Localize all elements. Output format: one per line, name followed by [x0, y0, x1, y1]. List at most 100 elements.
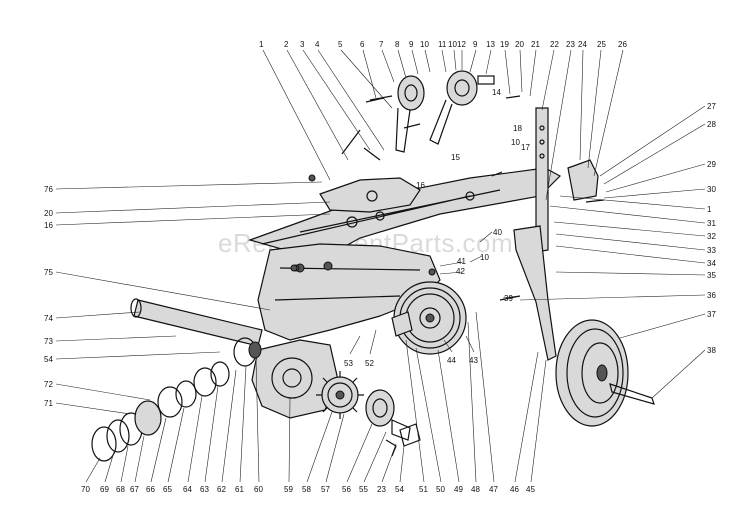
idler-bracket: [319, 177, 421, 213]
callout: 23: [566, 40, 575, 49]
callout: 30: [707, 185, 716, 194]
callout: 44: [447, 356, 456, 365]
top-pulleys: [369, 70, 495, 153]
callout: 76: [44, 185, 53, 194]
callout: 32: [707, 232, 716, 241]
callout: 71: [44, 399, 53, 408]
callout: 58: [302, 485, 311, 494]
callout: 48: [471, 485, 480, 494]
callout: 16: [44, 221, 53, 230]
callout: 67: [130, 485, 139, 494]
callout: 42: [456, 267, 465, 276]
callout: 26: [618, 40, 627, 49]
callout: 45: [526, 485, 535, 494]
callout: 63: [200, 485, 209, 494]
callout: 9: [409, 40, 414, 49]
callout: 22: [550, 40, 559, 49]
callout: 39: [504, 294, 513, 303]
callout: 56: [342, 485, 351, 494]
callout: 54: [395, 485, 404, 494]
callout: 33: [707, 246, 716, 255]
callout: 74: [44, 314, 53, 323]
callout: 10: [448, 40, 457, 49]
callout: 1: [707, 205, 712, 214]
bearing-stack: [91, 337, 262, 462]
callout: 65: [163, 485, 172, 494]
callout: 64: [183, 485, 192, 494]
callout: 57: [321, 485, 330, 494]
callout: 4: [315, 40, 320, 49]
callout: 6: [360, 40, 365, 49]
callout: 73: [44, 337, 53, 346]
callout: 21: [531, 40, 540, 49]
callout: 60: [254, 485, 263, 494]
leader-lines: [55, 49, 706, 483]
callout: 10: [480, 253, 489, 262]
callout: 20: [44, 209, 53, 218]
callout: 43: [469, 356, 478, 365]
drawing: [91, 70, 655, 462]
callout: 54: [44, 355, 53, 364]
callout: 9: [473, 40, 478, 49]
gear-case: [251, 339, 339, 419]
callout: 61: [235, 485, 244, 494]
callout: 27: [707, 102, 716, 111]
wheel: [555, 319, 655, 427]
callout: 16: [416, 181, 425, 190]
callout: 20: [515, 40, 524, 49]
callout: 69: [100, 485, 109, 494]
callout: 24: [578, 40, 587, 49]
callout: 53: [344, 359, 353, 368]
callout: 59: [284, 485, 293, 494]
callout: 23: [377, 485, 386, 494]
callout: 15: [451, 153, 460, 162]
callout: 37: [707, 310, 716, 319]
callout: 50: [436, 485, 445, 494]
callout: 49: [454, 485, 463, 494]
large-pulley: [393, 281, 467, 355]
axle-tube: [133, 299, 263, 347]
callout: 19: [500, 40, 509, 49]
callout: 55: [359, 485, 368, 494]
callout: 35: [707, 271, 716, 280]
callout: 66: [146, 485, 155, 494]
callout: 8: [395, 40, 400, 49]
callout: 31: [707, 219, 716, 228]
callout: 46: [510, 485, 519, 494]
callout: 10: [420, 40, 429, 49]
callout: 7: [379, 40, 384, 49]
callout: 14: [492, 88, 501, 97]
callout: 5: [338, 40, 343, 49]
callout: 70: [81, 485, 90, 494]
callout: 62: [217, 485, 226, 494]
callout: 41: [457, 257, 466, 266]
callout: 3: [300, 40, 305, 49]
drive-gear: [316, 371, 364, 419]
callout: 2: [284, 40, 289, 49]
callout: 40: [493, 228, 502, 237]
callout: 18: [513, 124, 522, 133]
callout: 52: [365, 359, 374, 368]
callout: 47: [489, 485, 498, 494]
callout: 75: [44, 268, 53, 277]
callout: 25: [597, 40, 606, 49]
callout: 34: [707, 259, 716, 268]
callout: 38: [707, 346, 716, 355]
wheel-arm: [513, 225, 557, 361]
callout: 29: [707, 160, 716, 169]
vertical-strap: [535, 107, 549, 253]
callout: 72: [44, 380, 53, 389]
callout: 28: [707, 120, 716, 129]
callout: 11: [438, 40, 447, 49]
callout: 17: [521, 143, 530, 152]
callout: 51: [419, 485, 428, 494]
callout: 13: [486, 40, 495, 49]
callout: 12: [457, 40, 466, 49]
callouts: 1 2 3 4 5 6 7 8 9 10 11 10 12 9 13 19 20…: [44, 40, 716, 494]
callout: 10: [511, 138, 520, 147]
callout: 1: [259, 40, 264, 49]
callout: 36: [707, 291, 716, 300]
callout: 68: [116, 485, 125, 494]
bearing-cup: [365, 389, 395, 427]
